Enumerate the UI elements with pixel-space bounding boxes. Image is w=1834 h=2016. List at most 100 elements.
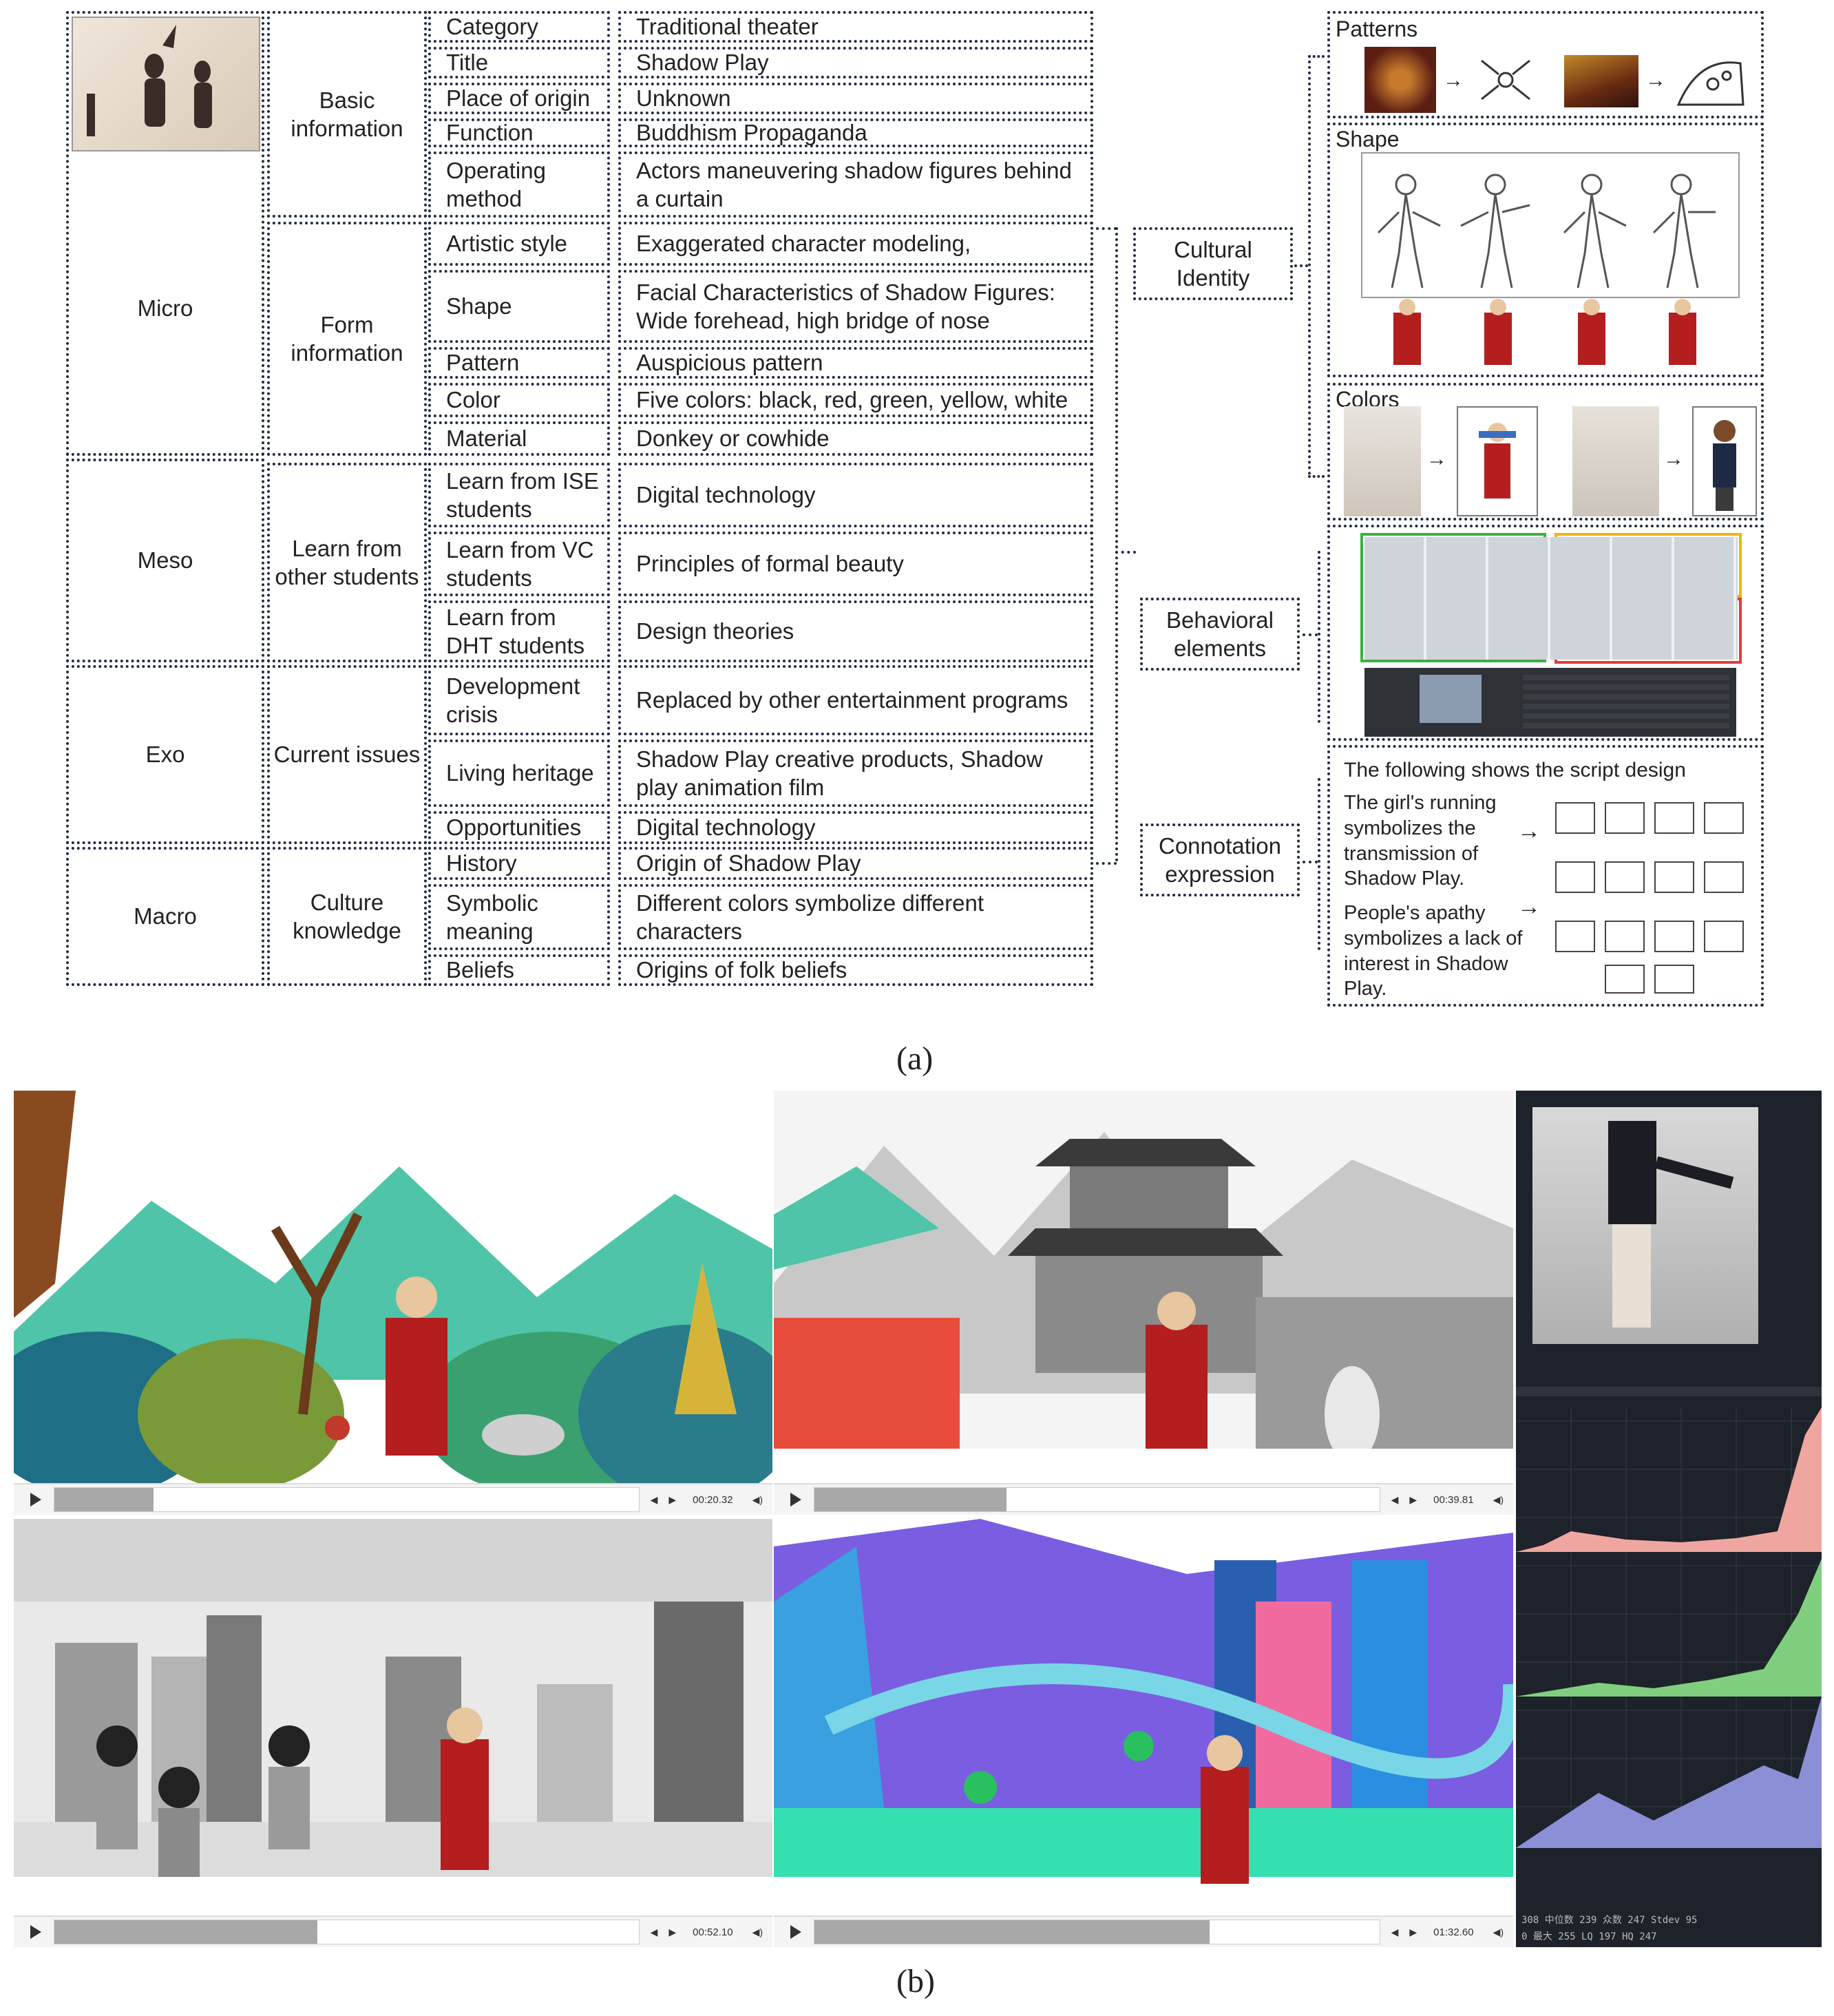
attr-cell: History (428, 847, 610, 880)
attr-label: Category (446, 14, 538, 40)
attr-label: Artistic style (446, 231, 568, 257)
video-monitor-panel: 308 中位数 239 众数 247 Stdev 95 0 最大 255 LQ … (1516, 1091, 1822, 1947)
dimension-behavioral-cell: Behavioral elements (1140, 598, 1300, 671)
group-culture: Culture knowledge (293, 889, 401, 943)
volume-icon[interactable]: ◀ (1391, 1493, 1399, 1505)
value-text: Design theories (636, 618, 794, 644)
behavioral-panel (1327, 525, 1764, 741)
color-figure-2 (1692, 406, 1757, 516)
value-text: Exaggerated character modeling, (636, 231, 971, 257)
value-text: Shadow Play creative products, Shadow pl… (636, 746, 1043, 800)
connector-connotation (1303, 861, 1318, 863)
attr-label: Opportunities (446, 815, 582, 841)
value-text: Traditional theater (636, 14, 819, 40)
video-player-bar: ◀ ▶ 00:39.81 ◀) (774, 1483, 1513, 1515)
speaker-icon[interactable]: ◀) (752, 1926, 763, 1938)
volume-icon[interactable]: ◀ (1391, 1926, 1399, 1938)
play-icon[interactable] (790, 1925, 801, 1939)
value-cell: Replaced by other entertainment programs (618, 665, 1093, 735)
progress-fill (54, 1488, 154, 1511)
video-player-bar: ◀ ▶ 00:20.32 ◀) (14, 1483, 772, 1515)
shape-panel: Shape (1327, 123, 1764, 377)
volume-icon[interactable]: ◀ (650, 1493, 658, 1505)
attr-label: History (446, 850, 517, 876)
attr-cell: Category (428, 11, 610, 43)
attr-label: Learn from VC students (446, 536, 594, 591)
monitor-stats-row-2: 0 最大 255 LQ 197 HQ 247 (1521, 1931, 1657, 1942)
level-macro-cell: Macro (66, 847, 264, 986)
value-text: Origins of folk beliefs (636, 957, 847, 983)
attr-label: Function (446, 120, 534, 146)
attr-label: Pattern (446, 350, 520, 376)
bracket-top (1096, 227, 1117, 230)
value-cell: Digital technology (618, 811, 1093, 844)
level-exo: Exo (145, 742, 185, 768)
play-icon[interactable] (790, 1493, 801, 1506)
play-icon[interactable] (30, 1493, 41, 1506)
volume-icon[interactable]: ◀ (650, 1926, 658, 1938)
play-icon[interactable] (30, 1925, 41, 1939)
patterns-panel: Patterns → → (1327, 11, 1764, 118)
level-meso: Meso (137, 547, 193, 574)
editor-screenshot (1364, 668, 1736, 737)
value-cell: Donkey or cowhide (618, 421, 1093, 456)
attr-cell: Learn from ISE students (428, 463, 610, 527)
attr-label: Title (446, 50, 489, 76)
attr-cell: Artistic style (428, 222, 610, 266)
city-scene-icon (14, 1519, 772, 1917)
value-cell: Unknown (618, 83, 1093, 114)
next-frame-icon[interactable]: ▶ (1409, 1926, 1417, 1938)
color-photo-2 (1572, 406, 1659, 516)
value-text: Principles of formal beauty (636, 551, 904, 577)
arrow-icon: → (1645, 69, 1666, 92)
progress-track[interactable] (54, 1920, 640, 1944)
value-cell: Shadow Play (618, 47, 1093, 78)
colorful-scene-icon (774, 1519, 1513, 1917)
next-frame-icon[interactable]: ▶ (1409, 1493, 1417, 1505)
speaker-icon[interactable]: ◀) (1493, 1926, 1504, 1938)
value-text: Actors maneuvering shadow figures behind… (636, 157, 1072, 211)
progress-track[interactable] (54, 1487, 640, 1512)
dimension-connotation-cell: Connotation expression (1140, 823, 1300, 896)
shadow-figures-icon (87, 25, 212, 136)
speaker-icon[interactable]: ◀) (752, 1493, 763, 1505)
value-cell: Traditional theater (618, 11, 1093, 43)
dimension-cultural: Cultural Identity (1174, 236, 1252, 291)
next-frame-icon[interactable]: ▶ (668, 1926, 677, 1938)
connector-behavioral-spine (1318, 551, 1320, 723)
script-title: The following shows the script design (1344, 759, 1686, 781)
progress-track[interactable] (814, 1920, 1380, 1944)
group-learn-cell: Learn from other students (267, 463, 427, 662)
group-basic: Basic information (291, 87, 403, 141)
attr-label: Beliefs (446, 957, 515, 983)
dimension-cultural-cell: Cultural Identity (1133, 227, 1293, 300)
speaker-icon[interactable]: ◀) (1493, 1493, 1504, 1505)
value-cell: Actors maneuvering shadow figures behind… (618, 151, 1093, 218)
caption-a: (a) (896, 1040, 934, 1077)
attr-label: Development crisis (446, 673, 580, 727)
attr-cell: Title (428, 47, 610, 78)
dimension-connotation: Connotation expression (1159, 832, 1281, 887)
arrow-icon: → (1517, 894, 1541, 920)
level-macro: Macro (134, 903, 197, 930)
storyboard-sketch-icon (1555, 802, 1744, 994)
progress-track[interactable] (814, 1487, 1380, 1512)
progress-fill (814, 1488, 1006, 1511)
arrow-icon: → (1443, 69, 1464, 92)
color-figure-1 (1457, 406, 1538, 516)
colors-panel: Colors → → (1327, 383, 1764, 521)
arrow-icon: → (1517, 818, 1541, 844)
next-frame-icon[interactable]: ▶ (668, 1493, 677, 1505)
value-text: Unknown (636, 85, 731, 112)
value-cell: Exaggerated character modeling, (618, 222, 1093, 266)
shape-figures-icon (1361, 152, 1740, 365)
value-cell: Principles of formal beauty (618, 532, 1093, 596)
attr-cell: Operating method (428, 151, 610, 218)
attr-cell: Color (428, 383, 610, 417)
histogram-icon (1516, 1407, 1822, 1848)
group-issues: Current issues (273, 742, 421, 768)
level-micro-cell: Micro (66, 11, 264, 456)
value-cell: Shadow Play creative products, Shadow pl… (618, 739, 1093, 807)
bracket-spine (1115, 227, 1118, 862)
value-text: Digital technology (636, 482, 816, 508)
